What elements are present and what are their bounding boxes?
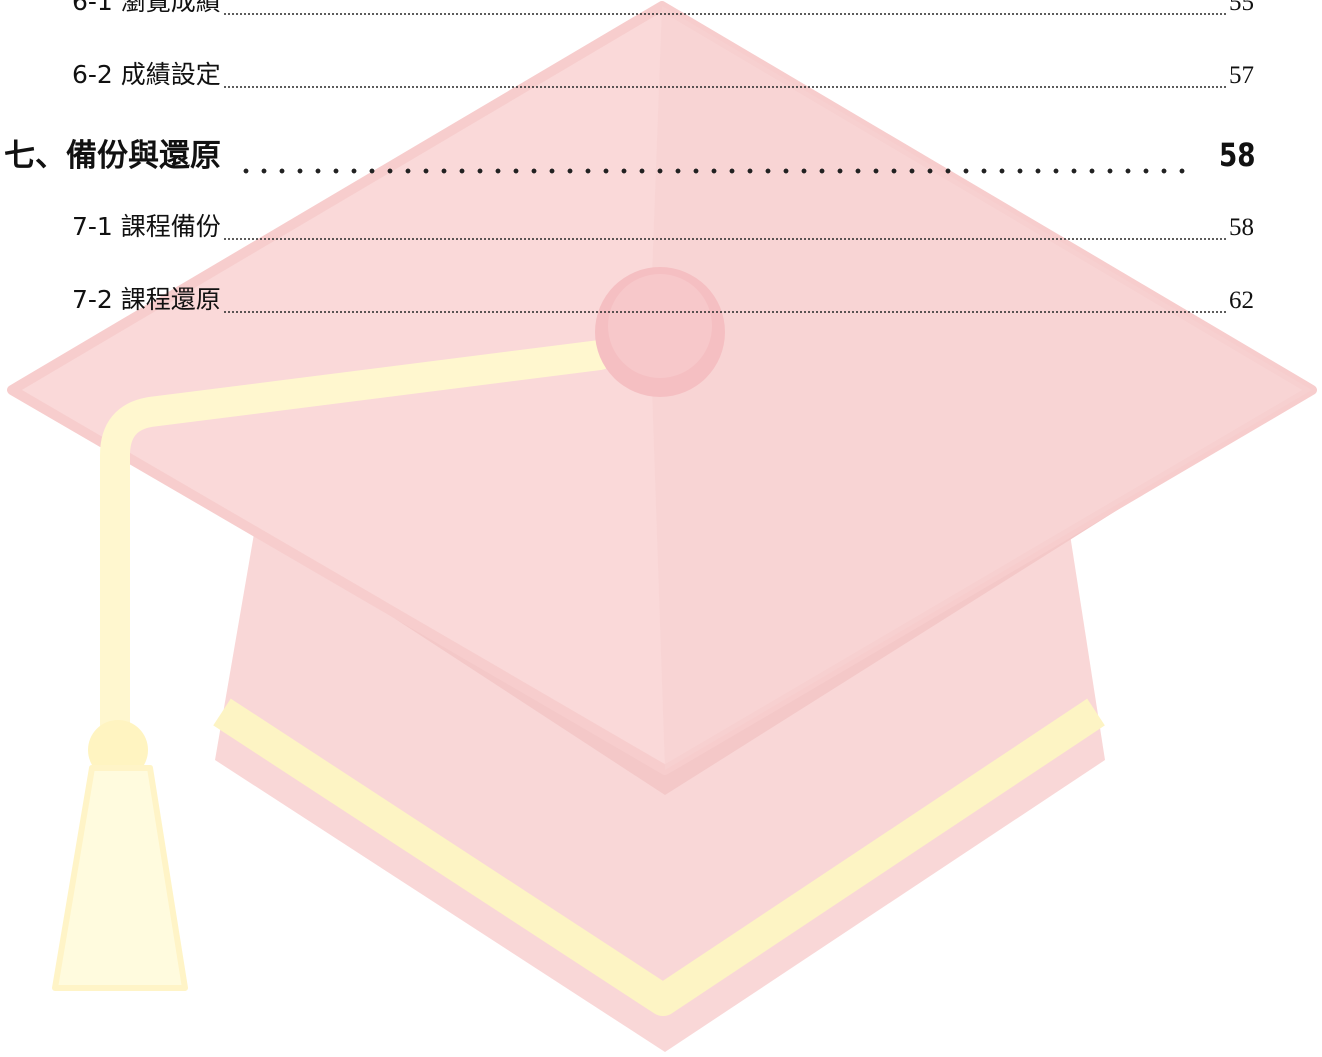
dot-leader bbox=[222, 86, 1227, 88]
toc-page-number: 58 bbox=[1219, 136, 1256, 174]
toc-chapter-label: 七、備份與還原 bbox=[4, 138, 221, 174]
toc-page-number: 55 bbox=[1229, 0, 1254, 16]
toc-entry-label: 6-2 成績設定 bbox=[72, 60, 221, 89]
tassel-fringe bbox=[52, 765, 188, 991]
dot-leader bbox=[222, 13, 1227, 15]
dot-leader bbox=[222, 311, 1227, 313]
toc-entry-7-1[interactable]: 7-1 課程備份 58 bbox=[72, 207, 1254, 247]
toc-entry-7-2[interactable]: 7-2 課程還原 62 bbox=[72, 280, 1254, 320]
toc-entry-6-2[interactable]: 6-2 成績設定 57 bbox=[72, 55, 1254, 95]
tassel-cord bbox=[100, 340, 615, 755]
toc-page-number: 58 bbox=[1229, 214, 1254, 241]
toc-entry-6-1[interactable]: 6-1 瀏覽成績 55 bbox=[72, 0, 1254, 22]
toc-entry-label: 7-2 課程還原 bbox=[72, 285, 221, 314]
dot-leader bbox=[237, 168, 1196, 174]
toc-page-number: 57 bbox=[1229, 62, 1254, 89]
cap-button-highlight bbox=[608, 274, 712, 378]
toc-page-number: 62 bbox=[1229, 287, 1254, 314]
dot-leader bbox=[222, 238, 1227, 240]
cap-band bbox=[213, 698, 1105, 1016]
toc-entry-label: 6-1 瀏覽成績 bbox=[72, 0, 221, 16]
mortarboard-facet bbox=[650, 6, 1312, 770]
toc-entry-label: 7-1 課程備份 bbox=[72, 212, 221, 241]
toc-chapter-7[interactable]: 七、備份與還原 58 bbox=[4, 130, 1256, 182]
